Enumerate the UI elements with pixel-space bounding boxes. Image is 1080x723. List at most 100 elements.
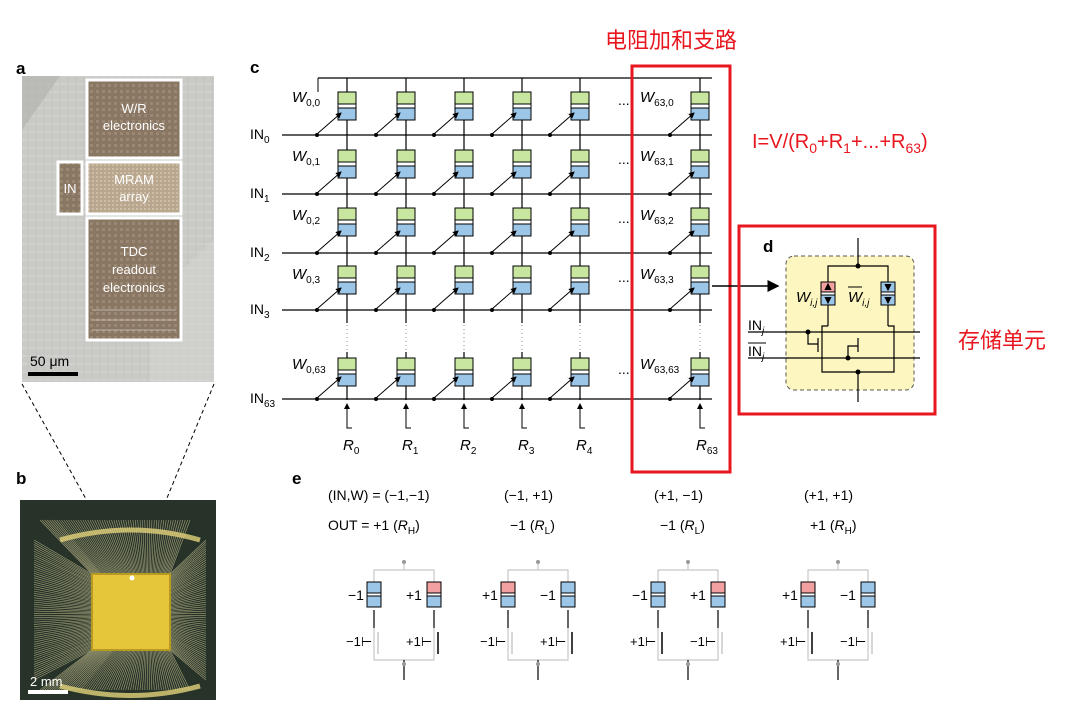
w-bar-ij-label: Wi,j [848, 289, 870, 309]
panel-e-label: e [292, 469, 301, 488]
mtj-cell [337, 357, 357, 387]
mtj-cell [570, 357, 590, 387]
mtj-cell [690, 265, 710, 295]
weight-label-last-0: W63,0 [640, 89, 674, 109]
cell-highlight [785, 255, 915, 391]
case-left-gate-0: −1⊢ [346, 634, 372, 649]
mtj-cell [512, 91, 532, 121]
mtj-cell [454, 91, 474, 121]
case-right-gate-3: −1⊢ [840, 634, 866, 649]
case-right-mtj-value-3: −1 [840, 587, 856, 603]
weight-label-first-2: W0,2 [292, 207, 321, 227]
case-right-mtj-value-1: −1 [540, 587, 556, 603]
in-block [56, 160, 84, 216]
case-in-w-3: (+1, +1) [804, 487, 853, 503]
case-left-mtj-value-2: −1 [632, 587, 648, 603]
in-bar-j-label: INj [748, 343, 765, 363]
ellipsis-1: .... [618, 151, 634, 167]
panel-c-label: c [250, 58, 259, 77]
mtj-cell [570, 149, 590, 179]
mtj-cell [396, 91, 416, 121]
input-label-1: IN1 [250, 185, 270, 205]
case-out-1: −1 (RL) [510, 517, 555, 537]
mtj-cell [512, 207, 532, 237]
input-label-4: IN63 [250, 390, 276, 410]
w-ij-label: Wi,j [796, 289, 818, 309]
panel-d: d Wi,j Wi,j INj INj 存储单元 [712, 224, 1046, 416]
case-0: (IN,W) = (−1,−1)OUT = +1 (RH)−1+1−1⊢+1⊢ [328, 487, 442, 680]
case-right-mtj-value-0: +1 [406, 587, 422, 603]
mtj-cell [690, 357, 710, 387]
resistor-label-2: R2 [460, 437, 477, 457]
mtj-cell [337, 91, 357, 121]
resistor-label-1: R1 [402, 437, 419, 457]
weight-label-first-4: W0,63 [292, 356, 326, 376]
mram-line2: array [119, 189, 149, 204]
mtj-cell [454, 207, 474, 237]
panel-a-label: a [16, 59, 26, 78]
in-block-label: IN [64, 181, 77, 196]
case-1: (−1, +1)−1 (RL)+1−1−1⊢+1⊢ [480, 487, 576, 680]
summation-formula: I=V/(R0+R1+...+R63) [752, 131, 928, 156]
scalebar-a-label: 50 μm [30, 353, 69, 369]
panel-e: e (IN,W) = (−1,−1)OUT = +1 (RH)−1+1−1⊢+1… [292, 469, 876, 680]
input-label-0: IN0 [250, 126, 270, 146]
mtj-cell [337, 149, 357, 179]
panel-b-label: b [16, 469, 26, 488]
ellipsis-63: .... [618, 361, 634, 377]
mtj-cell [454, 149, 474, 179]
case-left-mtj-value-0: −1 [348, 587, 364, 603]
case-right-mtj-value-2: +1 [690, 587, 706, 603]
weight-label-last-2: W63,2 [640, 207, 674, 227]
case-in-w-1: (−1, +1) [504, 487, 553, 503]
case-out-0: OUT = +1 (RH) [328, 517, 420, 537]
resistor-label-0: R0 [343, 437, 360, 457]
case-in-w-2: (+1, −1) [654, 487, 703, 503]
resistor-label-4: R4 [576, 437, 593, 457]
weight-label-first-1: W0,1 [292, 148, 321, 168]
case-3: (+1, +1)+1 (RH)+1−1+1⊢−1⊢ [780, 487, 876, 680]
mtj-cell [570, 265, 590, 295]
input-label-3: IN3 [250, 301, 270, 321]
ellipsis-3: .... [618, 269, 634, 285]
case-out-2: −1 (RL) [660, 517, 705, 537]
tdc-line3: electronics [103, 280, 166, 295]
mtj-cell [396, 265, 416, 295]
weight-label-first-3: W0,3 [292, 266, 321, 286]
mtj-cell [396, 207, 416, 237]
mtj-cell [512, 357, 532, 387]
wr-block-line1: W/R [121, 101, 146, 116]
mtj-cell [570, 91, 590, 121]
mtj-cell [512, 149, 532, 179]
mtj-cell [396, 357, 416, 387]
crossbar-array [282, 78, 712, 429]
memory-cell-box [737, 224, 937, 416]
mtj-cell [690, 149, 710, 179]
resistor-label-3: R3 [518, 437, 535, 457]
panel-b: b 2 mm [16, 469, 216, 700]
memory-cell-title: 存储单元 [958, 328, 1046, 353]
ellipsis-2: .... [618, 210, 634, 226]
mram-line1: MRAM [114, 172, 154, 187]
mtj-cell [337, 207, 357, 237]
scalebar-a [28, 372, 78, 376]
input-label-2: IN2 [250, 244, 270, 264]
wr-block-line2: electronics [103, 118, 166, 133]
weight-label-last-1: W63,1 [640, 148, 674, 168]
tdc-line2: readout [112, 262, 156, 277]
die [91, 573, 171, 651]
mtj-cell [337, 265, 357, 295]
panel-a: a W/R electronics IN MRAM array TDC read… [16, 59, 214, 382]
mtj-cell [570, 207, 590, 237]
scalebar-b-label: 2 mm [30, 674, 63, 689]
mtj-cell [690, 207, 710, 237]
summation-branch-title: 电阻加和支路 [605, 28, 737, 53]
case-left-mtj-value-1: +1 [482, 587, 498, 603]
case-left-gate-3: +1⊢ [780, 634, 806, 649]
case-2: (+1, −1)−1 (RL)−1+1+1⊢−1⊢ [630, 487, 726, 680]
scalebar-b [28, 690, 68, 694]
ellipsis-0: .... [618, 92, 634, 108]
mtj-cell [512, 265, 532, 295]
weight-labels: W0,0W0,1W0,2W0,3W0,63W63,0W63,1W63,2W63,… [292, 89, 680, 376]
